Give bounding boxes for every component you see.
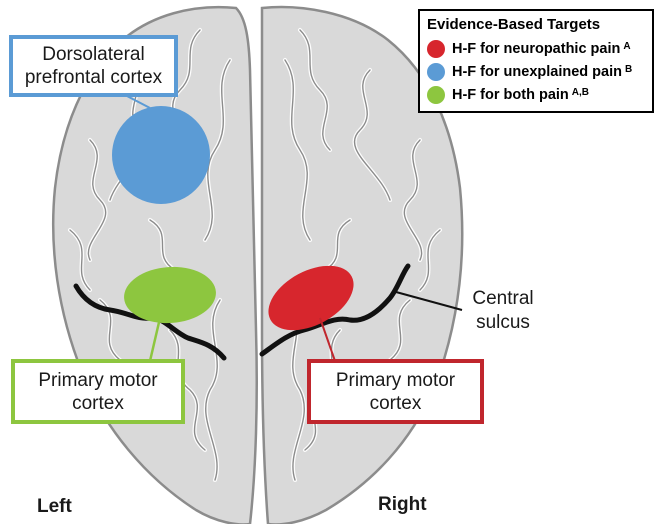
dlpfc-label-box: Dorsolateral prefrontal cortex [9, 35, 178, 97]
legend-item-sup: A,B [572, 87, 589, 98]
legend-item-both: H-F for both pain A,B [427, 83, 645, 106]
legend-item-label: H-F for unexplained pain [452, 64, 622, 80]
legend-item-label: H-F for both pain [452, 87, 569, 103]
left-side-label: Left [37, 496, 72, 518]
dlpfc-label-line2: prefrontal cortex [25, 66, 162, 89]
legend-item-sup: B [625, 64, 632, 75]
legend-title: Evidence-Based Targets [427, 16, 645, 33]
central-sulcus-label: Central sulcus [458, 287, 548, 335]
green-dot-icon [427, 86, 445, 104]
dlpfc-label-line1: Dorsolateral [25, 43, 162, 66]
central-sulcus-label-line2: sulcus [458, 311, 548, 335]
legend-item-neuropathic: H-F for neuropathic pain A [427, 37, 645, 60]
m1-left-label-line1: Primary motor [38, 369, 157, 392]
m1-right-label-line2: cortex [336, 392, 455, 415]
m1-right-label-box: Primary motor cortex [307, 359, 484, 424]
legend-item-sup: A [623, 41, 630, 52]
legend: Evidence-Based Targets H-F for neuropath… [418, 9, 654, 113]
right-side-label: Right [378, 494, 427, 516]
legend-item-unexplained: H-F for unexplained pain B [427, 60, 645, 83]
m1-left-label-line2: cortex [38, 392, 157, 415]
blue-dot-icon [427, 63, 445, 81]
central-sulcus-label-line1: Central [458, 287, 548, 311]
dlpfc-target [112, 106, 210, 204]
red-dot-icon [427, 40, 445, 58]
m1-right-label-line1: Primary motor [336, 369, 455, 392]
legend-item-label: H-F for neuropathic pain [452, 41, 620, 57]
m1-left-label-box: Primary motor cortex [11, 359, 185, 424]
